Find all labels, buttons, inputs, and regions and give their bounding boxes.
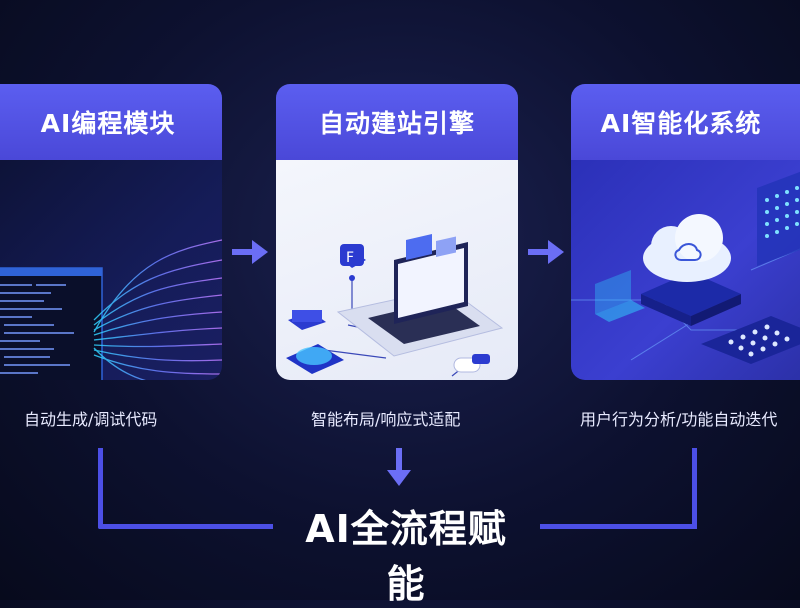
arrow-right-icon [232, 240, 268, 264]
laptop-icon: F [286, 233, 504, 377]
right-connector-line [540, 448, 697, 529]
module-caption: 用户行为分析/功能自动迭代 [580, 410, 778, 429]
module-caption: 智能布局/响应式适配 [311, 410, 461, 429]
module-title: AI编程模块 [0, 84, 222, 160]
module-title: 自动建站引擎 [276, 84, 518, 160]
svg-text:F: F [346, 250, 354, 266]
arrow-down-icon [387, 448, 411, 486]
cloud-system-illustration [571, 160, 800, 380]
laptop-illustration: F [276, 160, 518, 380]
cloud-icon [571, 171, 800, 364]
code-stream-illustration [0, 160, 222, 380]
left-connector-line [98, 448, 273, 529]
arrow-right-icon [528, 240, 564, 264]
conclusion-title: AI全流程赋能 [305, 507, 507, 606]
module-card-ai-system: AI智能化系统 [571, 84, 800, 380]
module-title: AI智能化系统 [571, 84, 800, 160]
code-editor-icon [0, 239, 222, 380]
module-card-site-builder: 自动建站引擎 F [276, 84, 518, 380]
module-caption: 自动生成/调试代码 [24, 410, 158, 429]
module-card-ai-programming: AI编程模块 [0, 84, 222, 380]
